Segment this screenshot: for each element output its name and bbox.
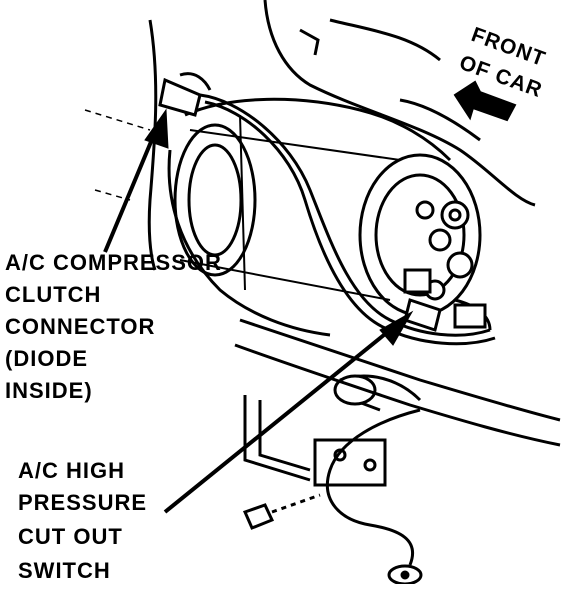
mounting-bracket — [234, 318, 561, 487]
label-line: PRESSURE — [18, 490, 147, 515]
cut-out-switch — [333, 298, 442, 412]
label-line: CLUTCH — [5, 282, 101, 307]
label-line: A/C COMPRESSOR — [5, 250, 222, 275]
label-line: SWITCH — [18, 558, 111, 583]
fender-edge — [84, 19, 158, 271]
bolt — [242, 493, 321, 530]
label-line: INSIDE) — [5, 378, 93, 403]
label-line: CONNECTOR — [5, 314, 155, 339]
engine-block — [263, 0, 536, 207]
label-line: (DIODE — [5, 346, 88, 371]
label-line: A/C HIGH — [18, 458, 125, 483]
high-pressure-cut-out-switch-label: A/C HIGH PRESSURE CUT OUT SWITCH — [18, 458, 147, 583]
leader-lines — [103, 108, 414, 514]
compressor-clutch-connector-label: A/C COMPRESSOR CLUTCH CONNECTOR (DIODE I… — [5, 250, 222, 403]
label-line: CUT OUT — [18, 524, 123, 549]
front-of-car-arrow — [453, 80, 517, 122]
wiring-harness — [199, 93, 496, 346]
ground-strap — [325, 408, 423, 586]
compressor-body — [167, 97, 482, 337]
compressor-fittings — [403, 200, 474, 301]
clutch-connector — [158, 72, 212, 117]
